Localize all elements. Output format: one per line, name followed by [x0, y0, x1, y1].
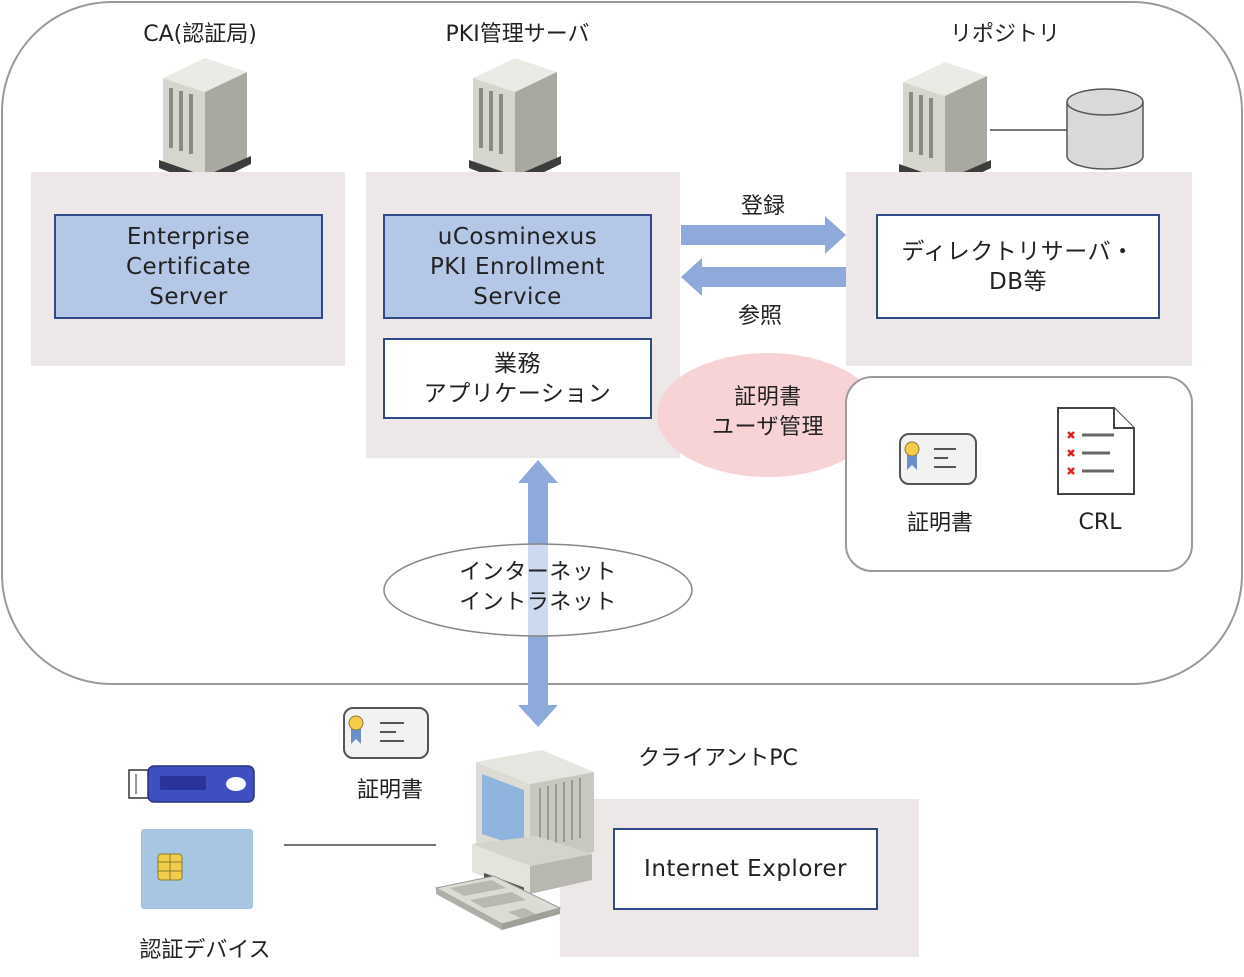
reference-arrow: [681, 258, 846, 296]
pki-enrollment-service-box: uCosminexus PKI Enrollment Service: [383, 214, 652, 319]
register-arrow: [681, 216, 846, 254]
enterprise-certificate-server-box: Enterprise Certificate Server: [54, 214, 323, 319]
ca-title: CA(認証局): [143, 22, 257, 47]
ca-box-line: Enterprise: [126, 223, 251, 250]
business-app-box: 業務 アプリケーション: [383, 338, 652, 419]
client-certificate-icon: [343, 707, 429, 759]
app-box-line: アプリケーション: [423, 380, 612, 407]
network-line: インターネット: [459, 560, 617, 585]
ca-box-line: Certificate: [126, 253, 251, 280]
repository-title: リポジトリ: [949, 22, 1060, 47]
crl-label: CRL: [1078, 510, 1122, 535]
pki-title: PKI管理サーバ: [445, 22, 590, 47]
network-ellipse: [383, 543, 693, 637]
internet-explorer-box: Internet Explorer: [613, 828, 878, 910]
network-label: インターネット イントラネット: [420, 556, 656, 620]
cert-mgmt-line: 証明書: [734, 385, 802, 410]
register-label: 登録: [740, 194, 785, 219]
auth-device-label: 認証デバイス: [139, 938, 271, 963]
client-certificate-label: 証明書: [356, 778, 423, 803]
repository-server-icon: [899, 62, 991, 190]
cert-user-mgmt-label: 証明書 ユーザ管理: [680, 380, 856, 446]
pki-server-icon: [469, 58, 561, 186]
ca-box-line: Server: [149, 283, 228, 310]
network-line: イントラネット: [459, 590, 617, 615]
ca-server-icon: [159, 58, 251, 186]
device-connection-line: [284, 844, 436, 846]
smart-card-icon: [141, 829, 253, 909]
certificate-icon: [899, 433, 977, 485]
repo-box-line: ディレクトリサーバ・: [901, 238, 1135, 265]
client-title: クライアントPC: [638, 746, 798, 771]
ie-box-line: Internet Explorer: [644, 856, 847, 882]
cert-user-mgmt-ellipse: [657, 353, 879, 477]
usb-token-icon: [128, 765, 255, 803]
reference-label: 参照: [737, 304, 782, 329]
repo-certificate-label: 証明書: [906, 511, 973, 536]
client-pc-icon: [434, 750, 594, 930]
app-box-line: 業務: [494, 350, 541, 377]
cert-mgmt-line: ユーザ管理: [711, 415, 825, 440]
crl-document-icon: [1057, 407, 1135, 495]
directory-server-box: ディレクトリサーバ・ DB等: [876, 214, 1160, 319]
pki-box-line: uCosminexus: [437, 223, 598, 250]
pki-box-line: PKI Enrollment: [429, 253, 606, 280]
repo-box-line: DB等: [989, 268, 1047, 295]
server-db-connector-line: [990, 129, 1068, 131]
pki-box-line: Service: [473, 283, 562, 310]
database-icon: [1066, 88, 1144, 170]
